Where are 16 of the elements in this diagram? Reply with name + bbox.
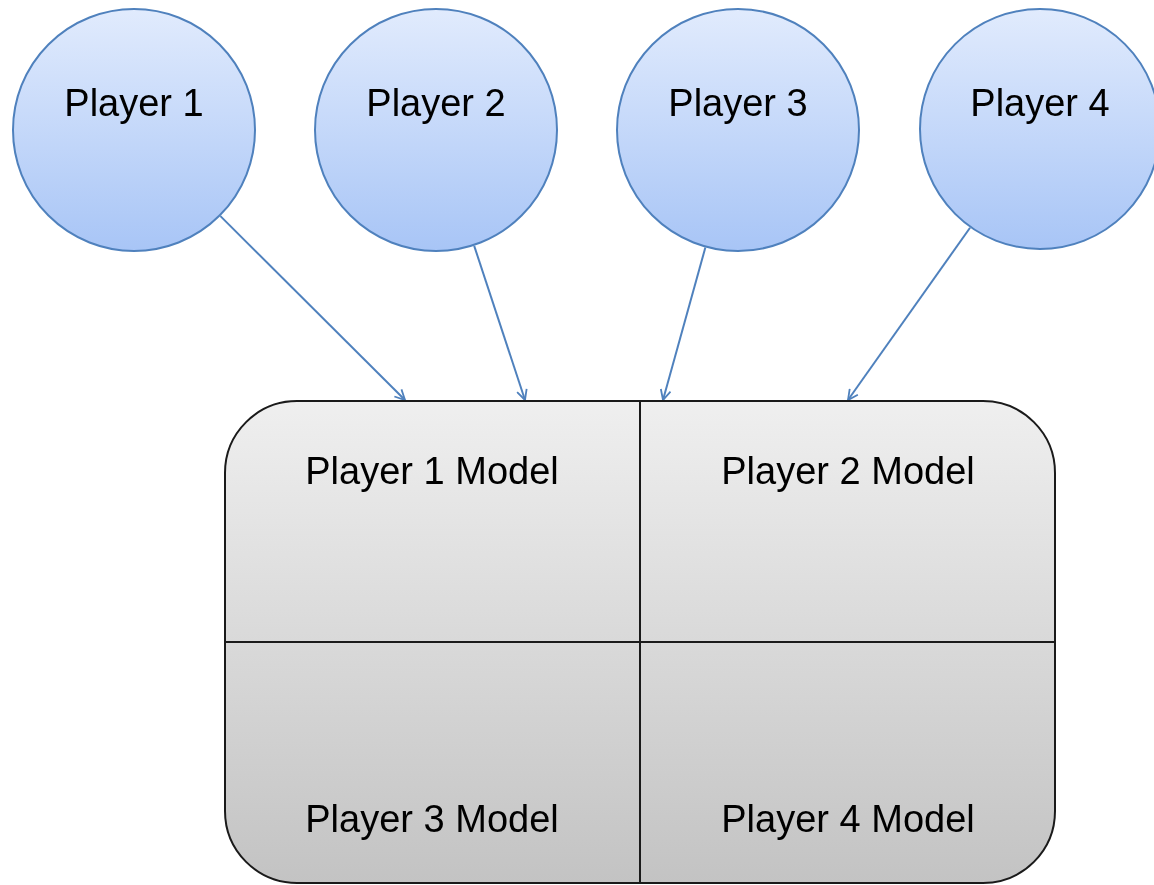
arrow xyxy=(659,246,707,401)
arrow xyxy=(219,215,406,401)
player-label: Player 1 xyxy=(64,81,204,126)
model-label: Player 3 Model xyxy=(304,797,560,842)
rounded-model-panel xyxy=(224,400,1056,884)
player-circle xyxy=(314,8,558,252)
player-label: Player 3 xyxy=(668,81,808,126)
player-circle xyxy=(12,8,256,252)
model-label: Player 4 Model xyxy=(720,797,976,842)
player-label: Player 2 xyxy=(366,81,506,126)
model-label: Player 1 Model xyxy=(304,449,560,494)
model-label: Player 2 Model xyxy=(720,449,976,494)
arrow xyxy=(847,226,972,401)
arrow xyxy=(473,244,528,401)
player-circle xyxy=(616,8,860,252)
player-label: Player 4 xyxy=(970,81,1110,126)
